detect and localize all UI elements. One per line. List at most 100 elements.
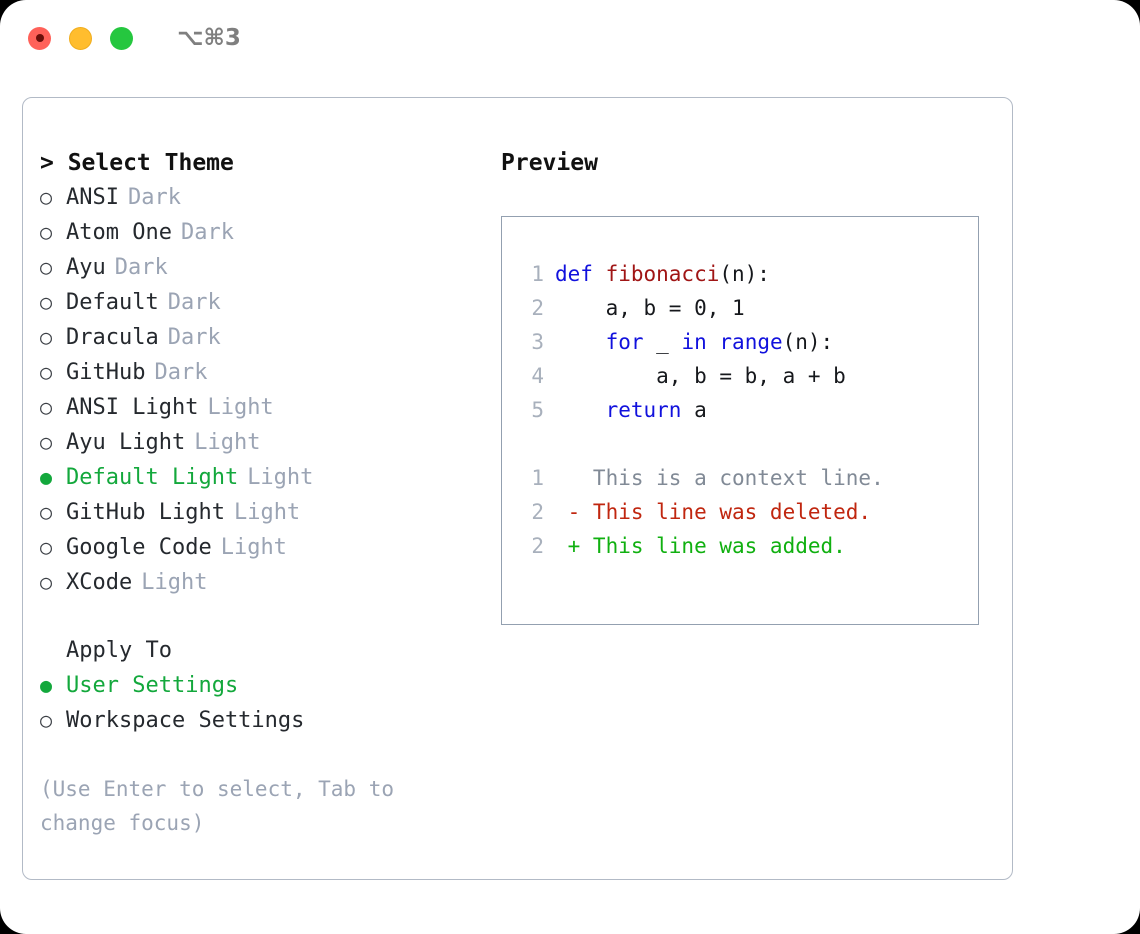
theme-label: Atom One: [66, 220, 172, 245]
apply-to-label: User Settings: [66, 673, 239, 698]
diff-line: 2 + This line was added.: [516, 529, 978, 563]
title-bar: ⌥⌘3: [0, 0, 1140, 76]
theme-variant-label: Dark: [127, 185, 181, 210]
radio-unselected-icon: ○: [40, 708, 53, 732]
radio-unselected-icon: ○: [40, 430, 53, 454]
theme-variant-label: Dark: [154, 360, 208, 385]
theme-variant-label: Light: [141, 570, 208, 595]
diff-line: 2 - This line was deleted.: [516, 495, 978, 529]
radio-unselected-icon: ○: [40, 535, 53, 559]
radio-selected-icon: ●: [40, 465, 53, 489]
radio-unselected-icon: ○: [40, 185, 53, 209]
radio-unselected-icon: ○: [40, 395, 53, 419]
preview-title: Preview: [501, 150, 598, 176]
diff-sample: 1 This is a context line.2 - This line w…: [516, 461, 978, 563]
line-number: 1: [531, 262, 544, 286]
line-number: 2: [531, 500, 544, 524]
apply-to-item[interactable]: ○ Workspace Settings: [40, 703, 501, 738]
theme-item[interactable]: ○ ANSI Dark: [40, 180, 501, 215]
theme-variant-label: Dark: [167, 290, 221, 315]
code-token-txt: [707, 325, 720, 359]
theme-variant-label: Dark: [180, 220, 234, 245]
apply-to-list: ● User Settings ○ Workspace Settings: [40, 668, 501, 738]
maximize-button[interactable]: [110, 26, 133, 50]
line-number: 4: [531, 364, 544, 388]
theme-item[interactable]: ○ GitHub Light Light: [40, 495, 501, 530]
theme-item[interactable]: ○ Ayu Light Light: [40, 425, 501, 460]
radio-unselected-icon: ○: [40, 570, 53, 594]
theme-item[interactable]: ○ XCode Light: [40, 565, 501, 600]
theme-variant-label: Dark: [167, 325, 221, 350]
line-number: 5: [531, 398, 544, 422]
theme-label: GitHub Light: [66, 500, 225, 525]
theme-variant-label: Dark: [114, 255, 168, 280]
code-token-kw: range: [719, 330, 783, 354]
theme-item[interactable]: ○ GitHub Dark: [40, 355, 501, 390]
theme-variant-label: Light: [194, 430, 261, 455]
code-token-txt: a, b = 0, 1: [555, 296, 745, 320]
line-number: 3: [531, 330, 544, 354]
line-number: 1: [531, 466, 544, 490]
code-token-kw: in: [681, 330, 707, 354]
code-token-txt: (n):: [719, 262, 770, 286]
apply-to-label: Apply To: [66, 638, 172, 663]
code-token-txt: a, b = b, a + b: [555, 364, 846, 388]
apply-to-item[interactable]: ● User Settings: [40, 668, 501, 703]
theme-label: Ayu Light: [66, 430, 186, 455]
close-button[interactable]: [28, 26, 51, 50]
radio-unselected-icon: ○: [40, 325, 53, 349]
keyboard-hint: (Use Enter to select, Tab to change focu…: [40, 777, 395, 835]
theme-label: Ayu: [66, 255, 106, 280]
radio-selected-icon: ●: [40, 673, 53, 697]
theme-label: Default Light: [66, 465, 239, 490]
code-line: 4 a, b = b, a + b: [516, 359, 978, 393]
keyboard-shortcut-label: ⌥⌘3: [177, 25, 241, 51]
code-line: 5 return a: [516, 393, 978, 427]
window-controls: [28, 26, 133, 50]
theme-item[interactable]: ○ Atom One Dark: [40, 215, 501, 250]
radio-unselected-icon: ○: [40, 290, 53, 314]
radio-unselected-icon: ○: [40, 220, 53, 244]
minimize-button[interactable]: [69, 26, 92, 50]
radio-unselected-icon: ○: [40, 500, 53, 524]
theme-label: GitHub: [66, 360, 146, 385]
code-token-add: + This line was added.: [555, 534, 846, 558]
theme-item[interactable]: ○ ANSI Light Light: [40, 390, 501, 425]
radio-unselected-icon: ○: [40, 360, 53, 384]
theme-label: ANSI Light: [66, 395, 199, 420]
line-number: 2: [531, 296, 544, 320]
code-token-txt: [555, 325, 606, 359]
theme-label: XCode: [66, 570, 133, 595]
diff-line: 1 This is a context line.: [516, 461, 978, 495]
apply-to-label: Workspace Settings: [66, 708, 305, 733]
code-token-fn: fibonacci: [605, 262, 720, 286]
close-icon: [35, 34, 44, 42]
theme-label: ANSI: [66, 185, 119, 210]
code-token-del: - This line was deleted.: [555, 500, 872, 524]
theme-variant-label: Light: [220, 535, 287, 560]
code-token-txt: (n):: [782, 330, 834, 354]
code-token-txt: a: [681, 398, 707, 422]
theme-variant-label: Light: [207, 395, 274, 420]
code-diff-spacer: [516, 427, 978, 461]
theme-label: Google Code: [66, 535, 212, 560]
code-token-txt: _: [643, 330, 682, 354]
code-line: 2 a, b = 0, 1: [516, 291, 978, 325]
code-line: 3 for _ in range(n):: [516, 325, 978, 359]
code-token-kw: for: [605, 330, 644, 354]
theme-picker-header: > Select Theme: [40, 150, 234, 176]
list-spacer: [40, 600, 501, 634]
theme-item[interactable]: ○ Google Code Light: [40, 530, 501, 565]
theme-variant-label: Light: [233, 500, 301, 525]
